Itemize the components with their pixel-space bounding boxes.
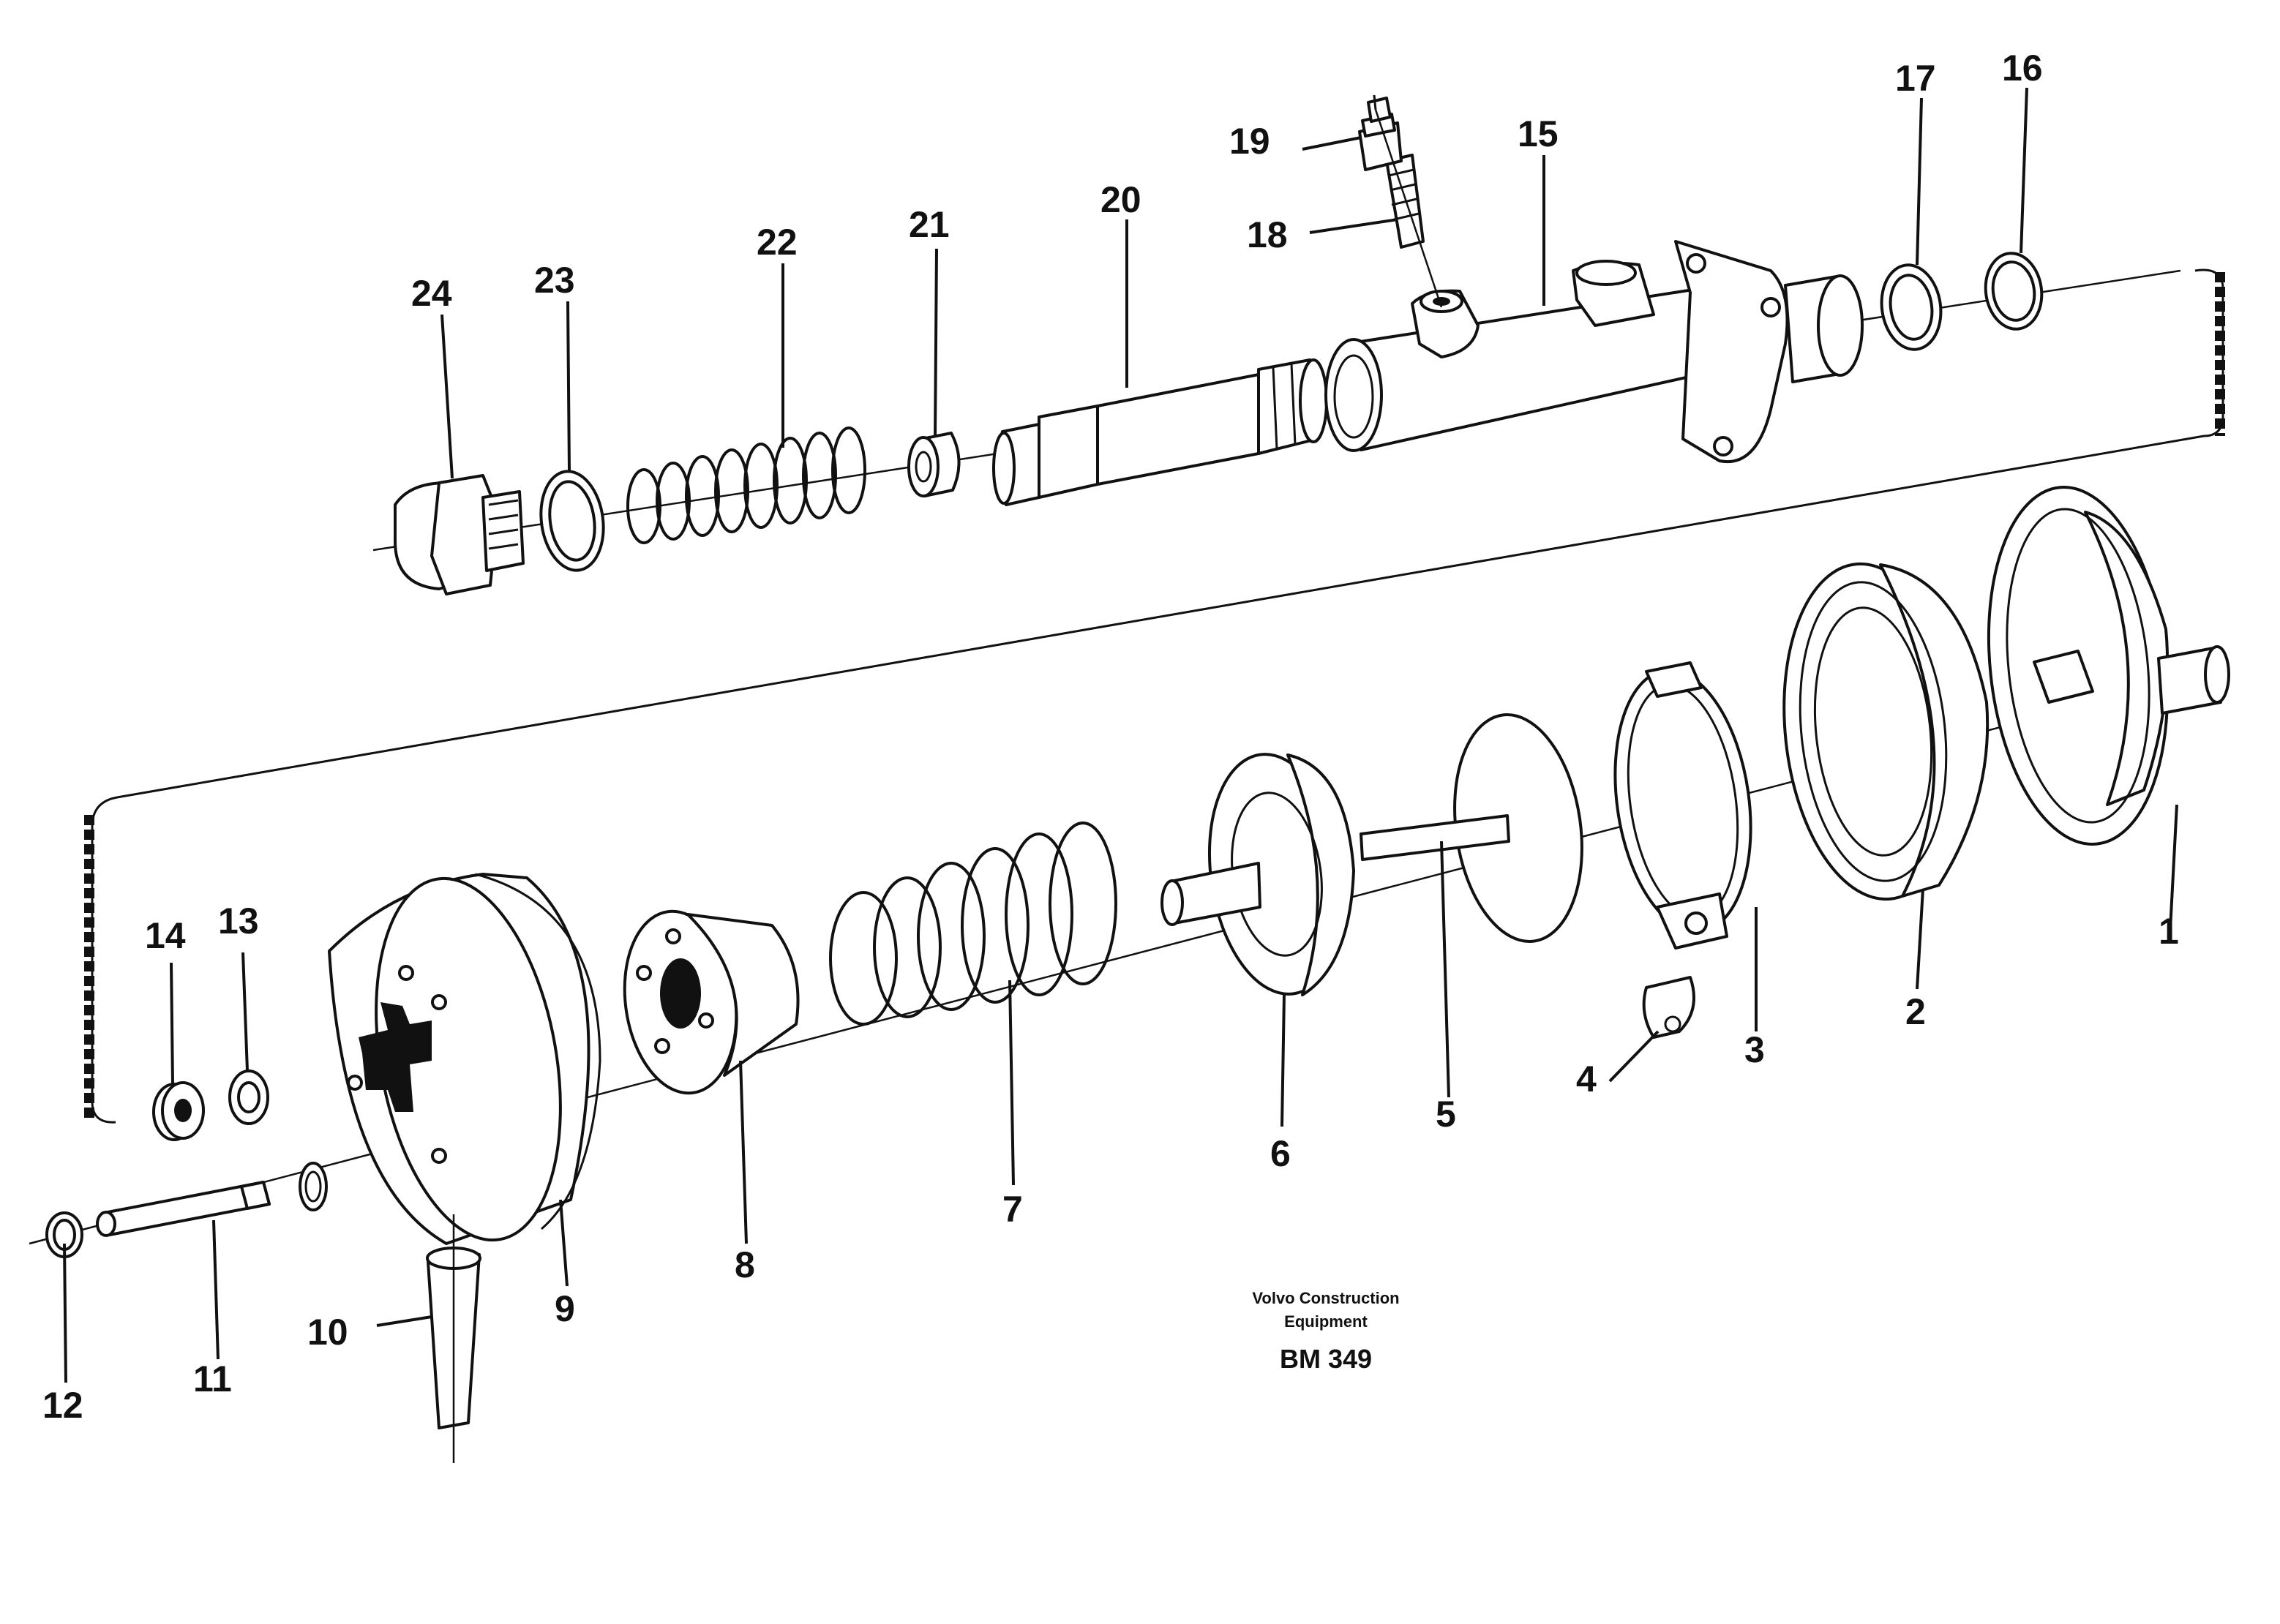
part-17-seal-ring [1880,263,1943,351]
label-part-4: 4 [1576,1059,1597,1099]
part-5-diaphragm-disc [1360,713,1583,943]
part-14-bushing [152,1081,205,1141]
label-part-20: 20 [1100,179,1141,220]
label-part-11: 11 [193,1358,232,1399]
label-part-10: 10 [307,1312,348,1353]
part-13-washer [228,1069,269,1125]
label-part-13: 13 [218,901,259,941]
label-part-14: 14 [145,915,186,956]
part-8-spring-seat [623,909,800,1095]
label-part-19: 19 [1229,121,1270,162]
part-20-piston [992,358,1328,506]
part-24-cap-nut [394,474,525,595]
part-15-cylinder-housing [1324,240,1864,464]
label-part-18: 18 [1247,214,1288,255]
part-4-lock-plate [1642,976,1695,1039]
caption-drawing-code: BM 349 [1280,1344,1372,1374]
label-part-7: 7 [1002,1189,1023,1230]
part-1-end-cover [1987,486,2230,846]
part-labels: 1 2 3 4 5 6 7 8 9 10 11 12 13 14 15 16 1… [42,48,2179,1426]
upper-assembly [372,94,2181,595]
lower-assembly [29,486,2230,1463]
label-part-9: 9 [555,1288,575,1329]
part-9-housing-drum [328,873,601,1245]
label-part-8: 8 [735,1244,755,1285]
part-6-seal-housing [1160,753,1355,996]
part-21-piston-cup [907,432,961,497]
label-part-1: 1 [2159,911,2179,952]
label-part-17: 17 [1895,58,1936,99]
part-2-diaphragm-housing [1782,562,1990,901]
part-7-spring [829,822,1117,1026]
assembly-link-path [84,268,2225,1124]
leader-lines [63,87,2178,1383]
part-pin-circlip [299,1162,328,1211]
label-part-22: 22 [757,222,798,263]
caption-line-2: Equipment [1284,1312,1368,1331]
part-11-pin [96,1181,271,1237]
label-part-5: 5 [1436,1094,1456,1135]
label-part-3: 3 [1744,1029,1765,1070]
label-part-15: 15 [1518,113,1559,154]
part-19-bleed-nipple [1358,94,1443,308]
caption-block: Volvo Construction Equipment BM 349 [1252,1289,1399,1374]
label-part-16: 16 [2002,48,2043,89]
label-part-6: 6 [1270,1133,1291,1174]
part-10-dust-boot [426,1214,481,1463]
label-part-24: 24 [411,273,452,314]
part-16-circlip [1984,252,2044,331]
label-part-21: 21 [909,204,950,245]
label-part-23: 23 [534,260,575,301]
caption-line-1: Volvo Construction [1252,1289,1399,1307]
part-22-spring [626,426,866,544]
part-23-seal-ring [539,470,605,572]
label-part-2: 2 [1905,991,1926,1032]
part-3-clamp-band [1613,661,1752,950]
label-part-12: 12 [42,1385,83,1426]
